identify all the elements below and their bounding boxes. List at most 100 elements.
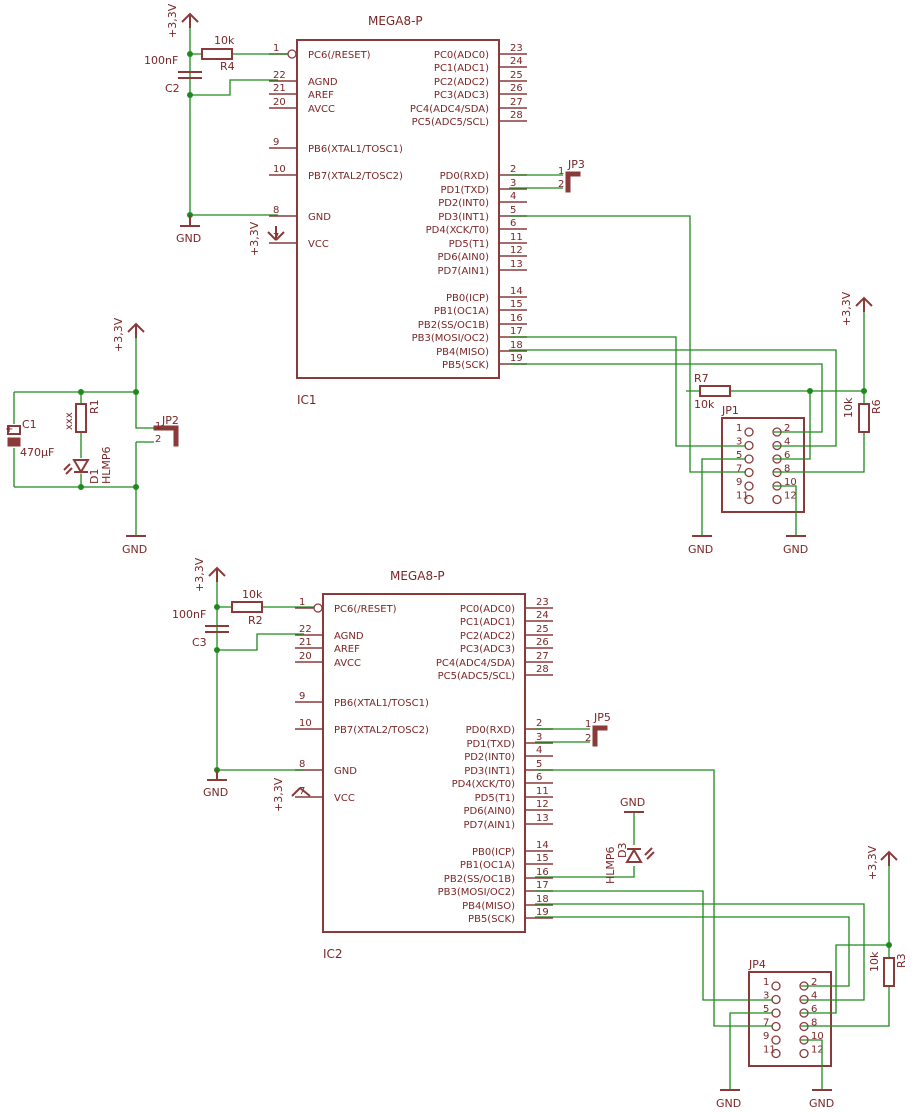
pin-label: PB2(SS/OC1B) (418, 320, 489, 331)
header-pin-pad (744, 481, 754, 491)
d3-led-icon (625, 848, 643, 863)
c3-label: C3 (192, 636, 207, 649)
ic1-title: MEGA8-P (368, 14, 423, 28)
pin-label: PD0(RXD) (466, 725, 515, 736)
gnd-label: GND (203, 786, 228, 799)
led-light-icon (63, 463, 73, 475)
ic2-title: MEGA8-P (390, 569, 445, 583)
pin-number: 3 (510, 178, 516, 189)
pin-label: PC6(/RESET) (334, 604, 397, 615)
c1-plus: + (5, 424, 13, 435)
pin-label: PD3(INT1) (438, 212, 489, 223)
junction (807, 388, 813, 394)
header-pin-number: 10 (784, 477, 797, 488)
ic2-right-pins: 23PC0(ADC0)24PC1(ADC1)25PC2(ADC2)26PC3(A… (436, 597, 553, 925)
header-pin-number: 1 (763, 977, 769, 988)
pin-label: PC1(ADC1) (434, 63, 489, 74)
pin-number: 17 (510, 326, 523, 337)
vcc-arrow-icon (127, 322, 145, 338)
gnd-symbol-icon (180, 215, 200, 227)
pin-number: 14 (510, 286, 523, 297)
junction (133, 389, 139, 395)
pin-label: PB7(XTAL2/TOSC2) (334, 725, 429, 736)
pin-number: 1 (299, 597, 305, 608)
r1-resistor (75, 403, 87, 433)
jp3-pin2: 2 (558, 179, 564, 190)
pin-label: AREF (308, 90, 334, 101)
pin-number: 22 (273, 70, 286, 81)
reset-1-wires (189, 28, 288, 216)
pin-number: 1 (273, 43, 279, 54)
header-pin-pad (744, 494, 754, 505)
pin-number: 5 (510, 205, 516, 216)
c3-capacitor (205, 625, 229, 633)
pin-label: PD7(AIN1) (437, 266, 489, 277)
pin-label: AVCC (334, 658, 361, 669)
jp3-wires (509, 174, 563, 189)
pin-label: VCC (308, 239, 329, 250)
d3-wires (535, 812, 635, 878)
pin-number: 4 (510, 191, 516, 202)
vcc-label: +3,3V (866, 845, 879, 880)
vcc-arrow-icon (181, 12, 199, 28)
c1-capacitor (7, 425, 21, 435)
header-pin-number: 3 (736, 437, 742, 448)
header-pin-number: 10 (811, 1031, 824, 1042)
pin-label: PB1(OC1A) (460, 860, 515, 871)
ic2-left-pins: 1PC6(/RESET)22AGND21AREF20AVCC9PB6(XTAL1… (295, 597, 429, 804)
pin-number: 27 (510, 97, 523, 108)
header-pin-number: 6 (811, 1004, 817, 1015)
pin-number: 25 (510, 70, 523, 81)
pin-label: PD2(INT0) (438, 198, 489, 209)
pin-label: PD5(T1) (449, 239, 489, 250)
pin-number: 15 (536, 853, 549, 864)
vcc-label: +3,3V (112, 317, 125, 352)
junction (133, 484, 139, 490)
vcc-arrow-icon (855, 296, 873, 312)
jp3-body (565, 171, 581, 177)
pin-number: 2 (536, 718, 542, 729)
ic1-left-pins: 1PC6(/RESET)22AGND21AREF20AVCC9PB6(XTAL1… (269, 43, 403, 250)
header-pin-pad (799, 1048, 809, 1059)
pin-label: PB7(XTAL2/TOSC2) (308, 171, 403, 182)
ic1-body (296, 39, 500, 379)
junction (187, 92, 193, 98)
header-pin-number: 2 (784, 423, 790, 434)
pin-number: 24 (510, 56, 523, 67)
pin-number: 21 (299, 637, 312, 648)
pin-label: AVCC (308, 104, 335, 115)
header-pin-number: 2 (811, 977, 817, 988)
pin-label: PC4(ADC4/SDA) (410, 104, 489, 115)
r2-label: R2 (248, 614, 263, 627)
pin-number: 21 (273, 83, 286, 94)
jp4-label: JP4 (748, 958, 766, 971)
jp3-label: JP3 (567, 158, 585, 171)
pin-number: 4 (536, 745, 542, 756)
header-pin-pad (744, 440, 754, 451)
header-pin-number: 5 (763, 1004, 769, 1015)
led-light-icon (644, 847, 655, 860)
gnd-label: GND (122, 543, 147, 556)
header-pin-number: 5 (736, 450, 742, 461)
r3-label: R3 (895, 953, 908, 968)
pin-label: PD4(XCK/T0) (452, 779, 515, 790)
header-pin-number: 7 (736, 464, 742, 475)
junction (214, 647, 220, 653)
pin-label: PB1(OC1A) (434, 306, 489, 317)
r2-value: 10k (242, 588, 263, 601)
pin-label: PB4(MISO) (436, 347, 489, 358)
pin-number: 5 (536, 759, 542, 770)
c1-label: C1 (22, 418, 37, 431)
pin-number: 6 (510, 218, 516, 229)
pin-label: PB3(MOSI/OC2) (438, 887, 516, 898)
r7-label: R7 (694, 372, 709, 385)
ic1-right-pins: 23PC0(ADC0)24PC1(ADC1)25PC2(ADC2)26PC3(A… (410, 43, 527, 371)
jp5-label: JP5 (593, 711, 611, 724)
reset-network-1: 10k R4 100nF C2 +3,3V GND +3,3V (144, 3, 288, 256)
pin-label: PD6(AIN0) (463, 806, 515, 817)
d1-led-icon (72, 459, 90, 474)
pin-label: AGND (334, 631, 364, 642)
